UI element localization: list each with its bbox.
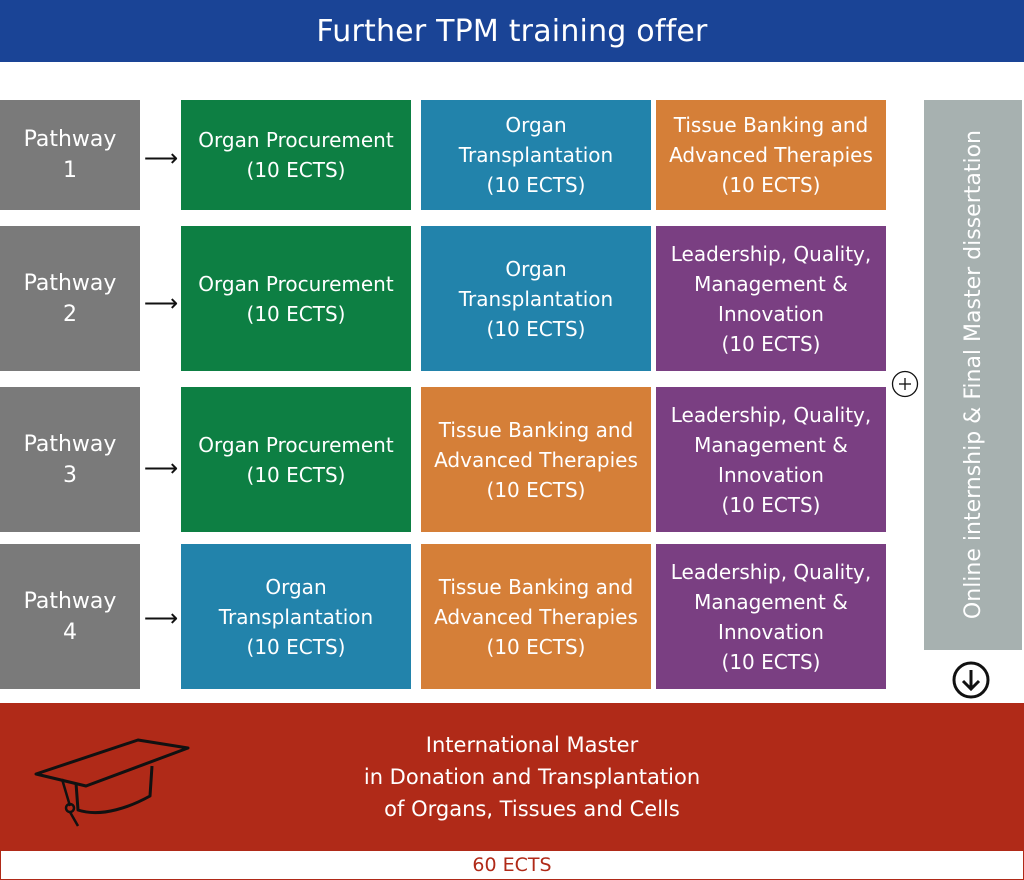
online-internship-panel: Online internship & Final Master dissert… xyxy=(924,100,1022,650)
master-line-2: in Donation and Transplantation xyxy=(363,764,701,789)
pathway-4-label: Pathway 4 xyxy=(0,544,140,689)
pathway-1-module-1: Organ Procurement (10 ECTS) xyxy=(181,100,411,210)
pathway-2-module-1: Organ Procurement (10 ECTS) xyxy=(181,226,411,371)
pathway-number: 4 xyxy=(63,619,77,645)
pathway-2-module-2: Organ Transplantation (10 ECTS) xyxy=(421,226,651,371)
international-master-banner: International Master in Donation and Tra… xyxy=(0,703,1024,850)
pathway-4-module-2: Tissue Banking and Advanced Therapies (1… xyxy=(421,544,651,689)
right-arrow-icon: ⟶ xyxy=(143,289,179,317)
online-internship-text: Online internship & Final Master dissert… xyxy=(960,130,986,620)
pathway-3-label: Pathway 3 xyxy=(0,387,140,532)
pathway-4-module-3: Leadership, Quality, Management & Innova… xyxy=(656,544,886,689)
pathway-3-module-2: Tissue Banking and Advanced Therapies (1… xyxy=(421,387,651,532)
page-title: Further TPM training offer xyxy=(0,0,1024,62)
pathway-3-module-3: Leadership, Quality, Management & Innova… xyxy=(656,387,886,532)
pathway-number: 2 xyxy=(63,301,77,327)
pathway-label-text: Pathway xyxy=(23,431,117,457)
total-ects-bar: 60 ECTS xyxy=(0,850,1024,880)
pathway-4-module-1: Organ Transplantation (10 ECTS) xyxy=(181,544,411,689)
plus-circle-icon xyxy=(891,370,919,398)
pathway-label-text: Pathway xyxy=(23,270,117,296)
pathway-label-text: Pathway xyxy=(23,588,117,614)
right-arrow-icon: ⟶ xyxy=(143,144,179,172)
pathway-1-label: Pathway 1 xyxy=(0,100,140,210)
pathway-number: 3 xyxy=(63,462,77,488)
master-line-3: of Organs, Tissues and Cells xyxy=(384,796,680,821)
master-line-1: International Master xyxy=(425,732,639,757)
pathway-2-module-3: Leadership, Quality, Management & Innova… xyxy=(656,226,886,371)
pathway-1-module-3: Tissue Banking and Advanced Therapies (1… xyxy=(656,100,886,210)
pathway-2-label: Pathway 2 xyxy=(0,226,140,371)
pathway-1-module-2: Organ Transplantation (10 ECTS) xyxy=(421,100,651,210)
arrow-down-circle-icon xyxy=(952,661,990,699)
pathway-3-module-1: Organ Procurement (10 ECTS) xyxy=(181,387,411,532)
pathway-label-text: Pathway xyxy=(23,127,117,152)
pathway-number: 1 xyxy=(63,158,77,183)
graduation-cap-icon xyxy=(34,738,190,827)
right-arrow-icon: ⟶ xyxy=(143,454,179,482)
right-arrow-icon: ⟶ xyxy=(143,604,179,632)
